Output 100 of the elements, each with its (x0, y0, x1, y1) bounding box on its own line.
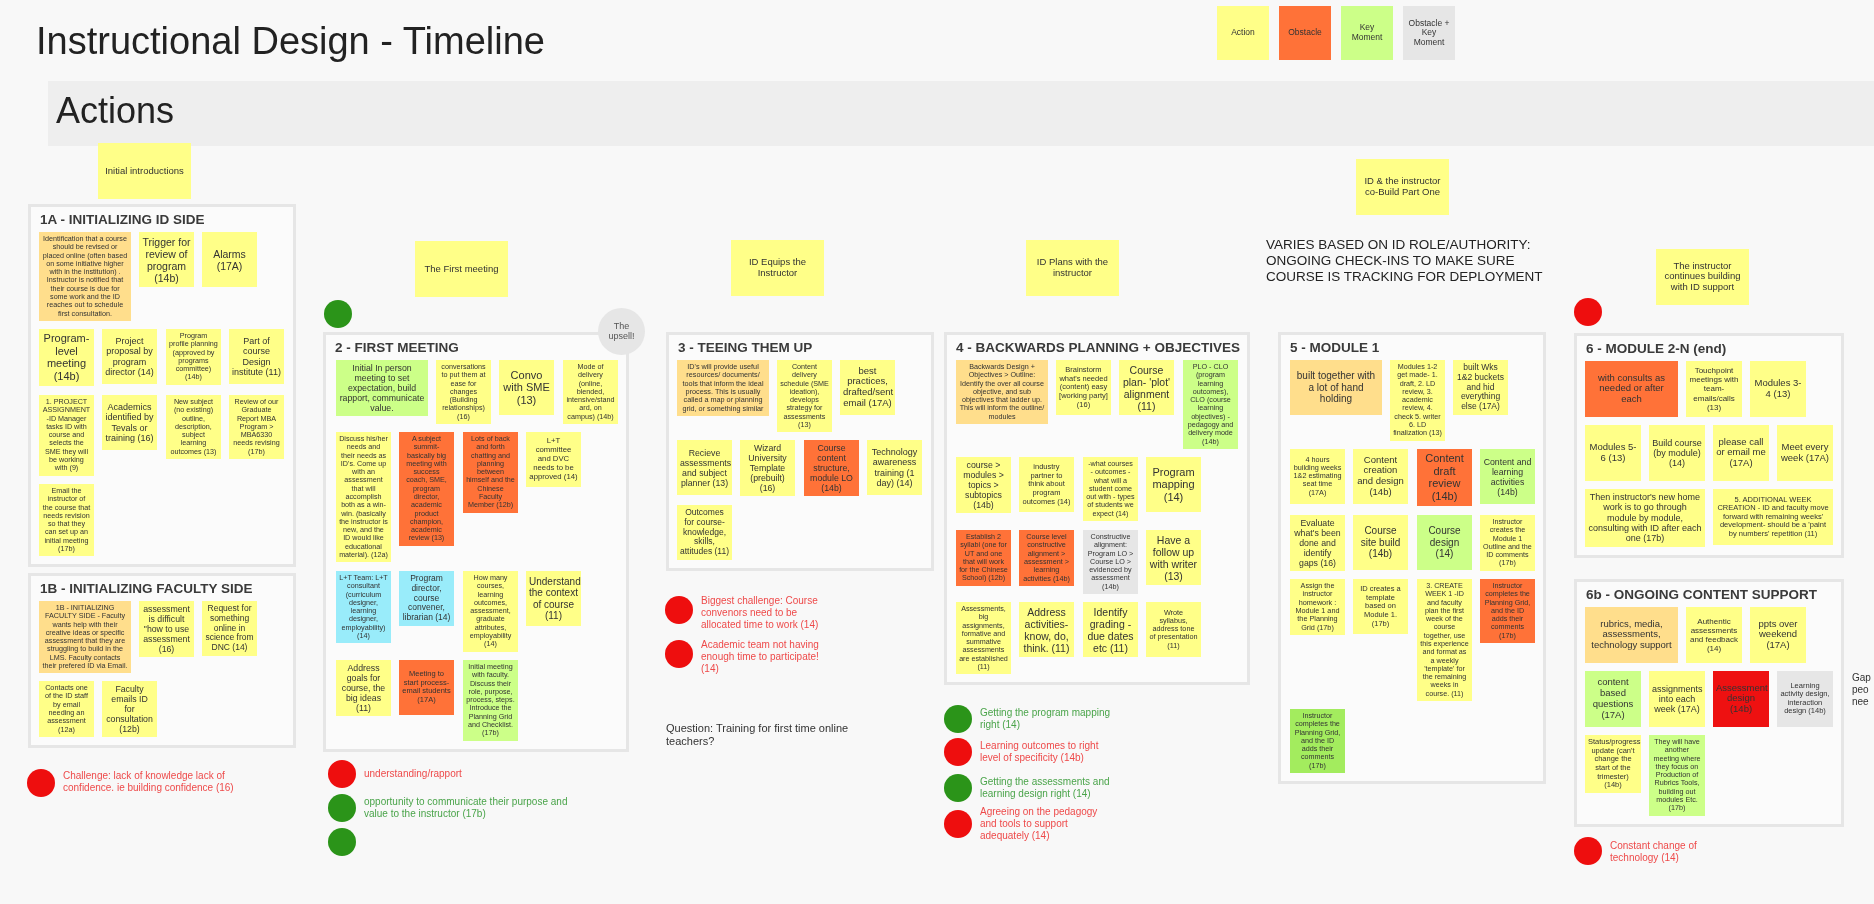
sticky-note: content based questions (17A) (1585, 671, 1641, 727)
sticky-note: assessment is difficult "how to use assessment (16) (139, 601, 194, 657)
dot-icon (328, 828, 356, 856)
sticky-note: Course content structure, module LO (14b) (804, 440, 859, 496)
dot-icon (665, 640, 693, 668)
question-note: Question: Training for first time online teachers? (666, 722, 850, 749)
frame-heading: 5 - MODULE 1 (1290, 340, 1380, 356)
sticky-note: Address activities- know, do, think. (11) (1019, 602, 1074, 657)
sticky-note: Project proposal by program director (14) (102, 329, 157, 384)
header-band (48, 81, 1874, 146)
sticky-note: Program mapping (14) (1146, 457, 1201, 512)
sticky-note: assignments into each week (17A) (1649, 671, 1705, 727)
note-text: Constant change of technology (14) (1610, 840, 1698, 864)
sticky-note: built together with a lot of hand holding (1290, 360, 1382, 415)
sticky-note: Recieve assessments and subject planner (13) (677, 440, 732, 495)
sticky-note: Part of course Design institute (11) (229, 329, 284, 384)
sticky-note: ID & the instructor co-Build Part One (1356, 159, 1449, 215)
sticky-note: with consults as needed or after each (1585, 361, 1678, 417)
sticky-note: Then instructor's new home work is to go through module by module, consulting with ID after each one (17b) (1585, 489, 1705, 547)
round-note: The upsell! (598, 308, 645, 355)
note-text: opportunity to communicate their purpose and value to the instructor (17b) (364, 796, 569, 820)
note-text: Biggest challenge: Course convenors need to be allocated time to work (14) (701, 595, 820, 631)
sticky-note: Convo with SME (13) (499, 360, 554, 415)
sticky-note: rubrics, media, assessments, technology support (1585, 607, 1678, 663)
note-text: understanding/rapport (364, 768, 463, 780)
sticky-note: Academics identified by Tevals or training (16) (102, 395, 157, 450)
page-title: Instructional Design - Timeline (36, 19, 545, 64)
note-text: Agreeing on the pedagogy and tools to support adequately (14) (980, 806, 1099, 842)
dot-icon (1574, 837, 1602, 865)
sticky-note: Technology awareness training (1 day) (14) (867, 440, 922, 495)
note-text: Gap peo nee (1852, 672, 1872, 708)
sticky-note: Address goals for course, the big ideas (11) (336, 660, 391, 716)
section-frame (944, 332, 1250, 685)
sticky-note: Initial introductions (98, 143, 191, 199)
dot-icon (328, 794, 356, 822)
note-text: Getting the program mapping right (14) (980, 707, 1112, 731)
note-text: Challenge: lack of knowledge lack of confidence. ie building confidence (16) (63, 770, 235, 794)
dot-icon (944, 774, 972, 802)
sticky-note: best practices, drafted/sent email (17A) (840, 360, 895, 415)
note-text: Learning outcomes to right level of specificity (14b) (980, 740, 1100, 764)
sticky-note: Program-level meeting (14b) (39, 329, 94, 386)
dot-icon (665, 596, 693, 624)
frame-heading: 2 - FIRST MEETING (335, 340, 459, 356)
sticky-note: Request for something online in science from DNC (14) (202, 601, 257, 656)
sticky-note: Content and learning activities (14b) (1480, 449, 1535, 504)
sticky-note: Authentic assessments and feedback (14) (1686, 607, 1742, 663)
dot-icon (944, 810, 972, 838)
frame-heading: 6 - MODULE 2-N (end) (1586, 341, 1727, 357)
section-frame (1574, 579, 1844, 827)
dot-icon (944, 705, 972, 733)
sticky-note: Course plan- 'plot' alignment (11) (1119, 360, 1174, 415)
sticky-note: ppts over weekend (17A) (1750, 607, 1806, 663)
sticky-note: please call or email me (17A) (1713, 425, 1769, 481)
band-title: Actions (56, 89, 175, 133)
sticky-note: Alarms (17A) (202, 232, 257, 287)
sticky-note: Identify grading - due dates etc (11) (1083, 602, 1138, 657)
sticky-note: Content creation and design (14b) (1353, 449, 1408, 504)
sticky-note: ID Plans with the instructor (1026, 240, 1119, 296)
sticky-note: Modules 3-4 (13) (1750, 361, 1806, 417)
legend-key: Key Moment (1341, 6, 1393, 60)
sticky-note: The instructor continues building with ID support (1656, 249, 1749, 305)
note-text: Academic team not having enough time to participate! (14) (701, 639, 820, 675)
sticky-note: Touchpoint meetings with team- emails/calls (13) (1686, 361, 1742, 417)
section-frame (1278, 332, 1546, 784)
sticky-note: Assessment design (14b) (1713, 671, 1769, 727)
sticky-note: Program director, course convener, librarian (14) (399, 571, 454, 626)
sticky-note: Trigger for review of program (14b) (139, 232, 194, 287)
dot-icon (324, 300, 352, 328)
legend-key: Action (1217, 6, 1269, 60)
frame-heading: 1A - INITIALIZING ID SIDE (40, 212, 205, 228)
dot-icon (1574, 298, 1602, 326)
legend-key: Obstacle (1279, 6, 1331, 60)
legend-key: Obstacle + Key Moment (1403, 6, 1455, 60)
sticky-note: Course design (14) (1417, 515, 1472, 570)
dot-icon (328, 760, 356, 788)
sticky-note: course > modules > topics > subtopics (14b) (956, 457, 1011, 513)
heading-note: VARIES BASED ON ID ROLE/AUTHORITY: ONGOING CHECK-INS TO MAKE SURE COURSE IS TRACKING FOR DEPLOYMENT (1266, 237, 1544, 286)
sticky-note: Initial In person meeting to set expectation, build rapport, communicate value. (336, 360, 428, 416)
sticky-note: Modules 5-6 (13) (1585, 425, 1641, 481)
frame-heading: 1B - INITIALIZING FACULTY SIDE (40, 581, 253, 597)
section-frame (28, 573, 296, 748)
sticky-note: Course site build (14b) (1353, 515, 1408, 570)
sticky-note: Content draft review (14b) (1417, 449, 1472, 506)
section-frame (28, 204, 296, 567)
sticky-note: Understand the context of course (11) (526, 571, 581, 626)
section-frame (666, 332, 934, 571)
section-frame (1574, 333, 1844, 558)
sticky-note: ID Equips the Instructor (731, 240, 824, 296)
sticky-note: Meet every week (17A) (1777, 425, 1833, 481)
frame-heading: 6b - ONGOING CONTENT SUPPORT (1586, 587, 1817, 603)
sticky-note: Have a follow up with writer (13) (1146, 530, 1201, 585)
sticky-note: Build course (by module) (14) (1649, 425, 1705, 481)
sticky-note: Evaluate what's been done and identify gaps (16) (1290, 515, 1345, 571)
dot-icon (944, 738, 972, 766)
dot-icon (27, 769, 55, 797)
frame-heading: 4 - BACKWARDS PLANNING + OBJECTIVES (956, 340, 1240, 356)
frame-heading: 3 - TEEING THEM UP (678, 340, 813, 356)
sticky-note: built Wks 1&2 buckets and hid everything else (17A) (1453, 360, 1508, 415)
sticky-note: The First meeting (415, 241, 508, 297)
note-text: Getting the assessments and learning design right (14) (980, 776, 1111, 800)
